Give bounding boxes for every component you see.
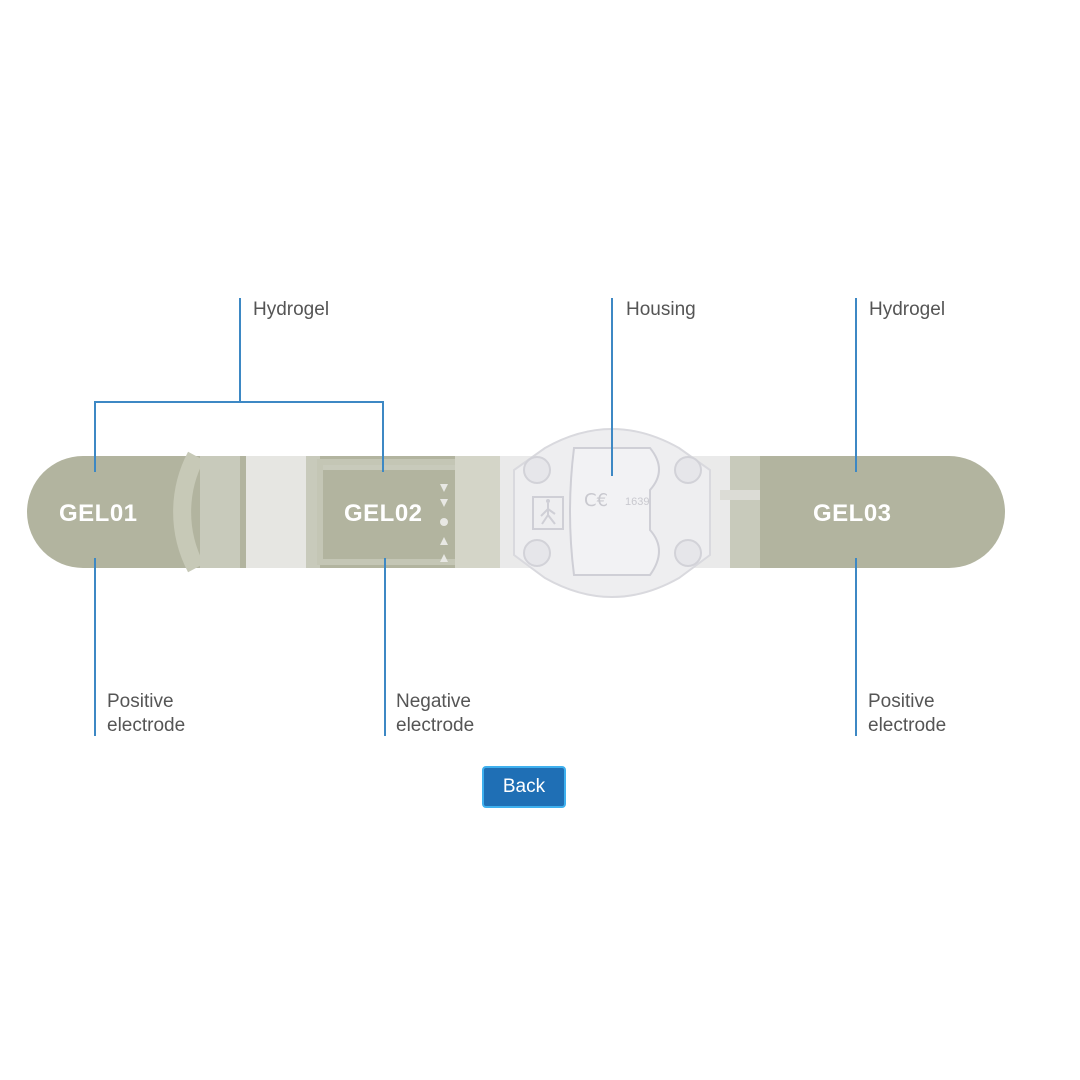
callout-hydrogel-bracket	[94, 401, 384, 472]
label-positive-electrode-left: Positive electrode	[107, 690, 185, 738]
back-button[interactable]: Back	[482, 766, 566, 808]
label-negative-electrode: Negative electrode	[396, 690, 474, 738]
strip-light-panel-2	[246, 456, 306, 568]
person-figure-glyph	[540, 503, 556, 525]
ce-mark: C€	[584, 490, 608, 511]
screw-bottom-left	[523, 539, 551, 567]
screw-top-left	[523, 456, 551, 484]
screw-top-right	[674, 456, 702, 484]
strip-connector-bar	[320, 462, 500, 470]
arrow-up-1	[440, 537, 448, 545]
screw-bottom-right	[674, 539, 702, 567]
label-positive-right-line1: Positive	[868, 691, 935, 712]
strip-connector-stub	[720, 490, 760, 500]
gel02-label: GEL02	[344, 500, 423, 527]
label-housing: Housing	[626, 299, 696, 320]
person-figure-icon	[532, 496, 564, 530]
label-positive-electrode-right: Positive electrode	[868, 690, 946, 738]
strip-light-panel-1	[200, 456, 240, 568]
callout-lines	[94, 298, 857, 736]
strip-circle-pattern	[173, 451, 205, 573]
label-hydrogel-left: Hydrogel	[253, 299, 330, 320]
label-hydrogel-right: Hydrogel	[869, 299, 946, 320]
label-positive-right-line2: electrode	[868, 715, 947, 736]
arrow-down-1	[440, 484, 448, 492]
person-figure-head	[546, 499, 550, 503]
label-positive-left-line1: Positive	[107, 691, 174, 712]
label-positive-left-line2: electrode	[107, 715, 186, 736]
gel03-label: GEL03	[813, 500, 892, 527]
arrow-up-2	[440, 554, 448, 562]
label-negative-line1: Negative	[396, 691, 471, 712]
housing	[513, 428, 711, 598]
label-negative-line2: electrode	[396, 715, 475, 736]
strip-light-panel-3	[306, 456, 320, 568]
ce-number: 1639	[625, 496, 649, 508]
gel01-label: GEL01	[59, 500, 138, 527]
polarity-arrows	[440, 484, 448, 562]
arrow-down-2	[440, 499, 448, 507]
strip-light-panel-5	[730, 456, 760, 568]
arrow-dot	[440, 518, 448, 526]
battery-cover	[569, 447, 660, 576]
